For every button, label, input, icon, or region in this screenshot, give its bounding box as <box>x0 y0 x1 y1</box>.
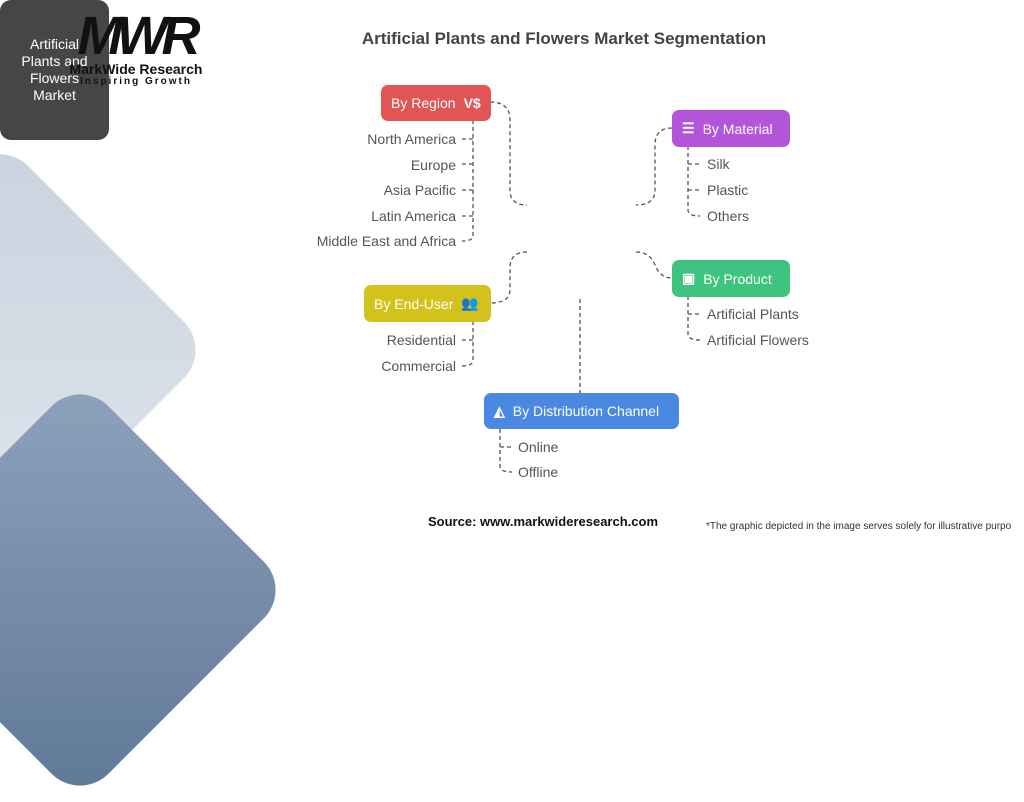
list-item: Offline <box>518 464 559 480</box>
users-icon: 👥 <box>461 295 479 311</box>
logo-name: MarkWide Research <box>69 61 203 77</box>
connectors <box>461 101 701 473</box>
segment-label: By Region <box>391 95 456 111</box>
logo-tagline: Inspiring Growth <box>80 76 192 87</box>
page-title: Artificial Plants and Flowers Market Seg… <box>361 29 767 48</box>
segment-product: ▣ By Product <box>672 260 790 297</box>
segment-distribution: ◭ By Distribution Channel <box>484 393 679 429</box>
center-node: Artificial Plants and Flowers Market <box>0 0 109 140</box>
list-item: Residential <box>386 332 456 348</box>
logo-mark: MWR <box>77 6 201 66</box>
segment-material: ☰ By Material <box>672 110 790 147</box>
list-item: Artificial Flowers <box>707 332 809 348</box>
segment-label: By End-User <box>374 295 454 312</box>
source-text: Source: www.markwideresearch.com <box>428 514 659 529</box>
product-icon: ▣ <box>682 270 696 286</box>
segment-label: By Product <box>703 270 772 287</box>
layers-icon: ☰ <box>682 120 695 136</box>
segment-label: By Material <box>702 120 773 137</box>
segment-label: By Distribution Channel <box>512 403 660 419</box>
list-item: Silk <box>707 156 730 172</box>
list-item: Online <box>518 439 559 455</box>
list-item: Middle East and Africa <box>316 233 456 249</box>
list-item: Others <box>707 208 750 224</box>
logo: MWR MarkWide Research Inspiring Growth <box>60 6 212 88</box>
list-item: Plastic <box>707 182 749 198</box>
list-item: Latin America <box>371 208 456 224</box>
vs-icon: V$ <box>463 95 481 111</box>
megaphone-icon: ◭ <box>494 402 505 419</box>
list-item: North America <box>367 131 456 147</box>
list-item: Asia Pacific <box>383 182 456 198</box>
list-item: Europe <box>410 157 456 173</box>
list-item: Commercial <box>381 358 456 374</box>
segment-enduser: By End-User 👥 <box>364 285 491 322</box>
disclaimer-text: *The graphic depicted in the image serve… <box>706 521 1012 532</box>
segment-region: By Region V$ <box>381 85 491 121</box>
list-item: Artificial Plants <box>707 306 799 322</box>
